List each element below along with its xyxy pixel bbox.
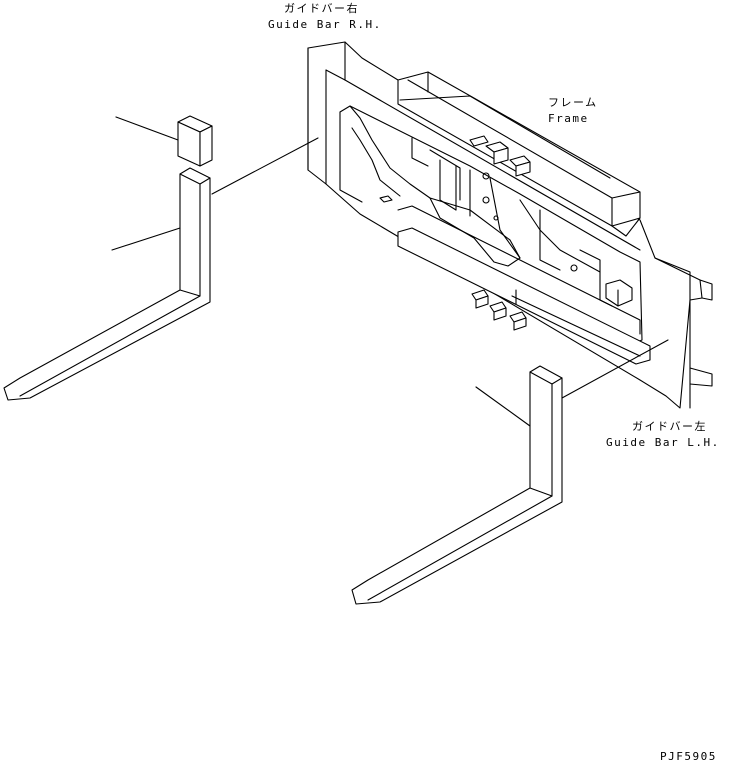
small-block-part bbox=[177, 115, 213, 167]
frame-label-en: Frame bbox=[548, 112, 589, 125]
fork-rh bbox=[3, 167, 211, 401]
fork-lh bbox=[351, 365, 563, 605]
guide-bar-rh-plate bbox=[307, 41, 703, 409]
guide-bar-lh-label-en: Guide Bar L.H. bbox=[606, 436, 720, 449]
frame-bottom-rail bbox=[397, 227, 651, 365]
frame-label-jp: フレーム bbox=[548, 96, 598, 109]
drawing-code: PJF5905 bbox=[660, 750, 717, 763]
leader-lines bbox=[111, 116, 669, 427]
guide-bar-lh-label-jp: ガイドバー左 bbox=[632, 420, 707, 433]
guide-bar-rh-label-en: Guide Bar R.H. bbox=[268, 18, 382, 31]
frame-assembly bbox=[307, 41, 713, 409]
guide-bar-rh-label-jp: ガイドバー右 bbox=[284, 2, 359, 15]
